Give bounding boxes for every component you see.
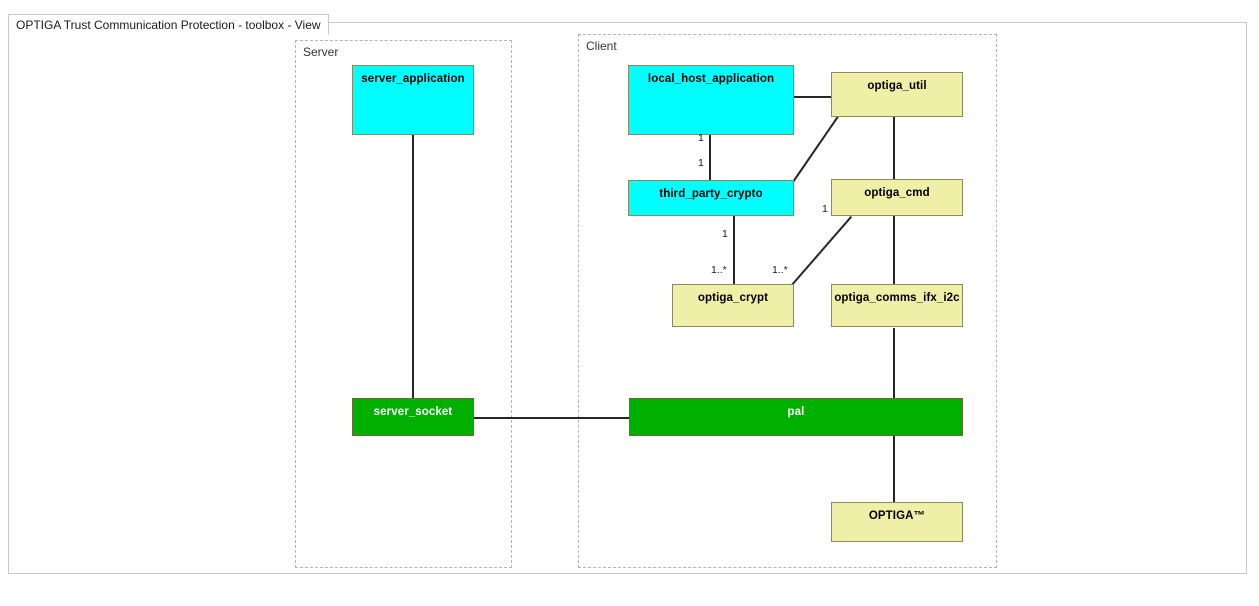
package-server-label: Server xyxy=(303,45,339,59)
node-third-party-crypto-label: third_party_crypto xyxy=(659,188,763,200)
view-title-tab[interactable]: OPTIGA Trust Communication Protection - … xyxy=(8,14,329,35)
connector-local-host-optiga-util xyxy=(793,96,832,98)
package-server: Server xyxy=(295,40,512,568)
multiplicity-label: 1..* xyxy=(711,264,727,276)
node-server-socket[interactable]: server_socket xyxy=(352,398,474,436)
connector-server-application-server-socket xyxy=(412,135,414,398)
connector-pal-optiga-chip xyxy=(893,435,895,503)
multiplicity-local-host-lower: 1 xyxy=(698,132,704,144)
multiplicity-label: 1..* xyxy=(772,264,788,276)
multiplicity-third-party-crypto-lower: 1 xyxy=(722,228,728,240)
node-optiga-crypt[interactable]: optiga_crypt xyxy=(672,284,794,327)
node-local-host-application[interactable]: local_host_application xyxy=(628,65,794,135)
node-optiga-comms-ifx-i2c-label: optiga_comms_ifx_i2c xyxy=(834,292,960,304)
node-pal[interactable]: pal xyxy=(629,398,963,436)
node-third-party-crypto[interactable]: third_party_crypto xyxy=(628,180,794,216)
node-optiga-util[interactable]: optiga_util xyxy=(831,72,963,117)
multiplicity-label: 1 xyxy=(698,157,704,169)
node-optiga-cmd[interactable]: optiga_cmd xyxy=(831,179,963,216)
multiplicity-third-party-crypto-upper: 1 xyxy=(698,157,704,169)
connector-optiga-cmd-optiga-comms xyxy=(893,215,895,285)
multiplicity-optiga-cmd-lower: 1 xyxy=(822,203,828,215)
node-server-socket-label: server_socket xyxy=(373,406,453,418)
window-title: OPTIGA Trust Communication Protection - … xyxy=(16,17,321,32)
multiplicity-label: 1 xyxy=(822,203,828,215)
node-optiga-crypt-label: optiga_crypt xyxy=(697,292,769,304)
multiplicity-optiga-crypt-upper-left: 1..* xyxy=(711,264,727,276)
node-local-host-application-label: local_host_application xyxy=(647,73,775,85)
node-optiga-comms-ifx-i2c[interactable]: optiga_comms_ifx_i2c xyxy=(831,284,963,327)
connector-server-socket-pal xyxy=(474,417,631,419)
multiplicity-label: 1 xyxy=(698,132,704,144)
connector-optiga-util-optiga-cmd xyxy=(893,117,895,179)
package-client-label: Client xyxy=(586,39,617,53)
connector-local-host-third-party-crypto xyxy=(709,135,711,181)
window-frame xyxy=(8,22,1247,574)
node-optiga-chip-label: OPTIGA™ xyxy=(868,510,926,522)
package-client: Client xyxy=(578,34,997,568)
multiplicity-label: 1 xyxy=(722,228,728,240)
connector-optiga-comms-pal xyxy=(893,328,895,400)
node-server-application[interactable]: server_application xyxy=(352,65,474,135)
node-optiga-cmd-label: optiga_cmd xyxy=(864,187,930,199)
node-optiga-chip[interactable]: OPTIGA™ xyxy=(831,502,963,542)
multiplicity-optiga-crypt-upper-right: 1..* xyxy=(772,264,788,276)
node-optiga-util-label: optiga_util xyxy=(867,80,927,92)
node-pal-label: pal xyxy=(787,406,805,418)
connector-third-party-crypto-optiga-crypt xyxy=(733,215,735,285)
node-server-application-label: server_application xyxy=(361,73,465,85)
